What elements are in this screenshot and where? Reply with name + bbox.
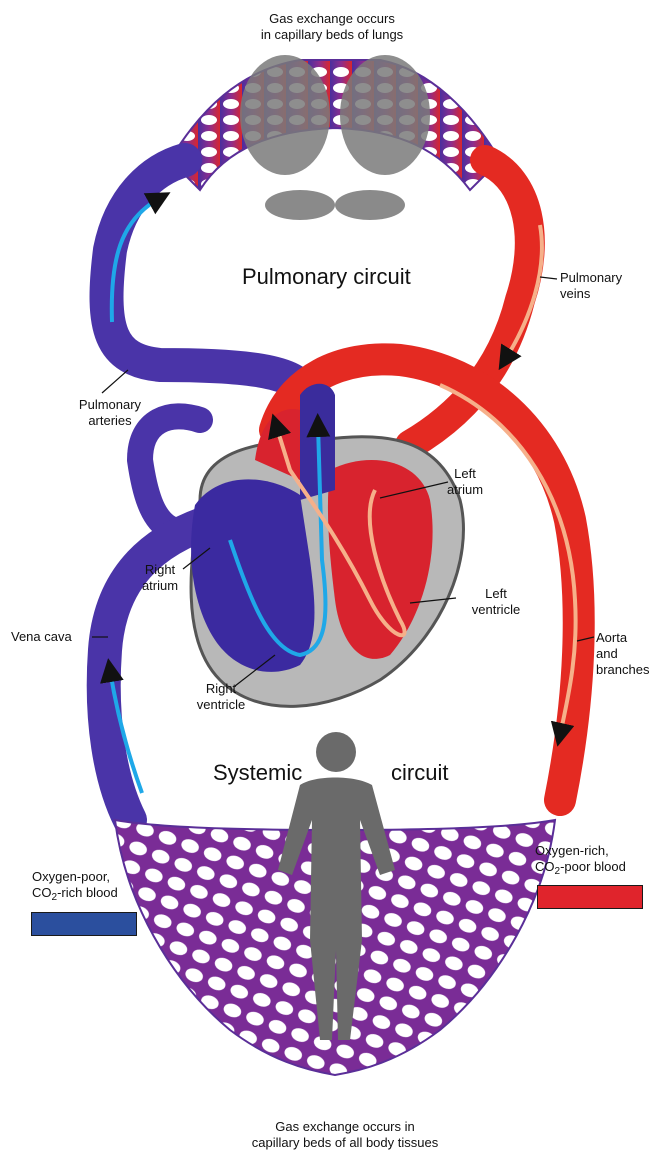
systemic-label-word2: circuit — [391, 760, 448, 786]
left-atrium-label: Left atrium — [440, 466, 490, 498]
right-ventricle-line1: Right — [185, 681, 257, 697]
aorta-line1: Aorta — [596, 630, 660, 646]
legend-oxygen-rich-swatch — [537, 885, 643, 909]
legend-oxygen-poor: Oxygen-poor, CO2-rich blood — [32, 869, 162, 906]
pulmonary-arteries-line2: arteries — [65, 413, 155, 429]
pulmonary-circuit-title: Pulmonary circuit — [242, 264, 411, 290]
body-exchange-line1: Gas exchange occurs in — [225, 1119, 465, 1135]
lung-exchange-label: Gas exchange occurs in capillary beds of… — [252, 11, 412, 43]
left-atrium-line2: atrium — [440, 482, 490, 498]
pulmonary-arteries-leader — [102, 370, 128, 393]
pulmonary-veins-line2: veins — [560, 286, 630, 302]
legend-poor-line2: CO2-rich blood — [32, 885, 162, 906]
legend-rich-line1: Oxygen-rich, — [535, 843, 661, 859]
right-ventricle-label: Right ventricle — [185, 681, 257, 713]
pulmonary-veins-label: Pulmonary veins — [560, 270, 630, 302]
legend-oxygen-rich: Oxygen-rich, CO2-poor blood — [535, 843, 661, 880]
legend-rich-line2: CO2-poor blood — [535, 859, 661, 880]
pulmonary-arteries-label: Pulmonary arteries — [65, 397, 155, 429]
right-atrium-line1: Right — [130, 562, 190, 578]
body-exchange-label: Gas exchange occurs in capillary beds of… — [225, 1119, 465, 1151]
lung-capillary-bed — [170, 60, 500, 190]
vena-cava-label: Vena cava — [11, 629, 95, 645]
pulmonary-veins-leader — [540, 277, 557, 279]
aorta-line3: branches — [596, 662, 660, 678]
right-ventricle-line2: ventricle — [185, 697, 257, 713]
left-ventricle-label: Left ventricle — [456, 586, 536, 618]
lung-exchange-line1: Gas exchange occurs — [252, 11, 412, 27]
systemic-label-word1: Systemic — [213, 760, 302, 786]
left-ventricle-line2: ventricle — [456, 602, 536, 618]
aorta-label: Aorta and branches — [596, 630, 660, 678]
left-ventricle-line1: Left — [456, 586, 536, 602]
left-atrium-line1: Left — [440, 466, 490, 482]
right-atrium-label: Right atrium — [130, 562, 190, 594]
body-exchange-line2: capillary beds of all body tissues — [225, 1135, 465, 1151]
lung-exchange-line2: in capillary beds of lungs — [252, 27, 412, 43]
pulmonary-veins-line1: Pulmonary — [560, 270, 630, 286]
legend-oxygen-poor-swatch — [31, 912, 137, 936]
pulmonary-arteries-line1: Pulmonary — [65, 397, 155, 413]
right-atrium-line2: atrium — [130, 578, 190, 594]
aorta-line2: and — [596, 646, 660, 662]
legend-poor-line1: Oxygen-poor, — [32, 869, 162, 885]
